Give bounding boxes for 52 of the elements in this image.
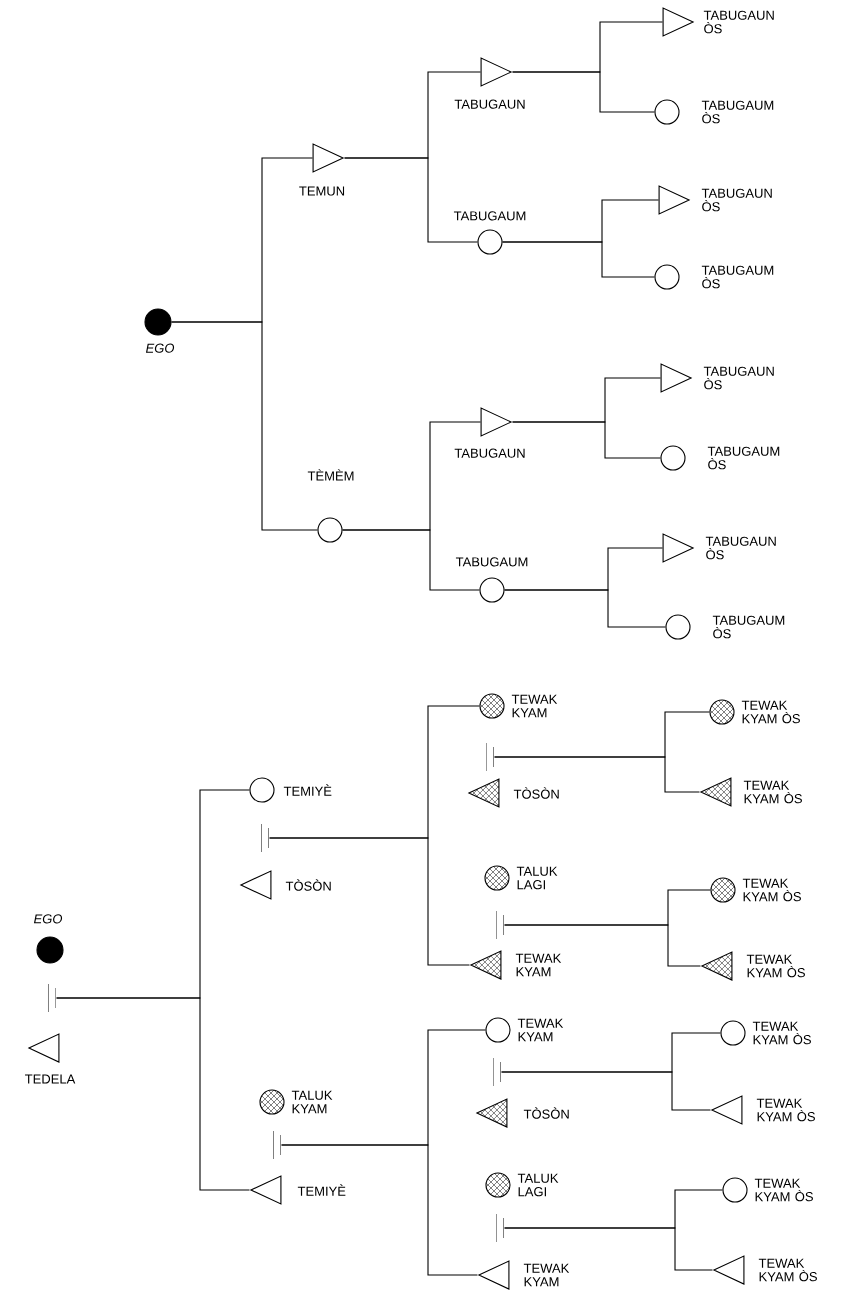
- connector-line: [511, 71, 655, 113]
- connector-line: [56, 997, 251, 1191]
- connector-line: [342, 529, 480, 591]
- person-label: EGO: [33, 914, 63, 924]
- person-label: TALUK KYAM: [291, 1090, 333, 1114]
- person-label: TABUGAUN ÒS: [703, 10, 774, 34]
- connector-line: [281, 1144, 479, 1276]
- person-label: TÒSÒN: [285, 879, 331, 891]
- person-label: TEMIYÈ: [297, 1184, 346, 1196]
- connector-line: [511, 421, 661, 459]
- person-label: TABUGAUM ÒS: [701, 265, 774, 289]
- person-label: TEWAK KYAM ÒS: [756, 1098, 815, 1122]
- connector-line: [504, 924, 702, 967]
- person-label: TABUGAUM ÒS: [707, 446, 780, 470]
- person-label: TEWAK KYAM: [515, 953, 562, 977]
- person-label: TALUK LAGI: [516, 866, 558, 890]
- person-label: TEWAK KYAM ÒS: [754, 1178, 813, 1202]
- person-label: TABUGAUM ÒS: [701, 100, 774, 124]
- person-label: TEWAK KYAM: [511, 694, 558, 718]
- person-label: TALUK LAGI: [517, 1173, 559, 1197]
- person-label: TABUGAUM: [455, 557, 528, 567]
- connector-line: [269, 837, 471, 966]
- person-label: TEWAK KYAM ÒS: [758, 1258, 817, 1282]
- connector-line: [504, 589, 666, 628]
- person-label: TÒSÒN: [523, 1107, 569, 1119]
- person-label: TABUGAUN ÒS: [703, 366, 774, 390]
- person-label: TEWAK KYAM ÒS: [742, 878, 801, 902]
- person-label: TABUGAUN ÒS: [701, 188, 772, 212]
- person-label: TABUGAUM ÒS: [712, 615, 785, 639]
- person-label: TABUGAUN: [454, 99, 525, 109]
- person-label: TABUGAUN ÒS: [705, 536, 776, 560]
- person-label: TEWAK KYAM ÒS: [741, 700, 800, 724]
- person-label: TEMUN: [299, 186, 345, 196]
- person-label: TEWAK KYAM ÒS: [746, 954, 805, 978]
- person-label: EGO: [145, 343, 175, 353]
- person-label: TÈMÈM: [307, 469, 354, 481]
- person-label: TEWAK KYAM ÒS: [743, 780, 802, 804]
- connector-line: [494, 756, 701, 793]
- connector-line: [343, 157, 478, 243]
- person-label: TEMIYÈ: [283, 784, 332, 796]
- person-label: TABUGAUM: [453, 211, 526, 221]
- person-label: TEDELA: [25, 1074, 76, 1084]
- person-label: TÒSÒN: [513, 787, 559, 799]
- connector-line: [504, 1227, 714, 1271]
- person-label: TABUGAUN: [454, 448, 525, 458]
- connector-line: [502, 241, 655, 278]
- person-label: TEWAK KYAM ÒS: [752, 1021, 811, 1045]
- connector-line: [501, 1071, 712, 1111]
- connector-line: [171, 321, 318, 531]
- double-bar-symbol: [261, 823, 269, 853]
- person-label: TEWAK KYAM: [517, 1018, 564, 1042]
- person-label: TEWAK KYAM: [523, 1263, 570, 1287]
